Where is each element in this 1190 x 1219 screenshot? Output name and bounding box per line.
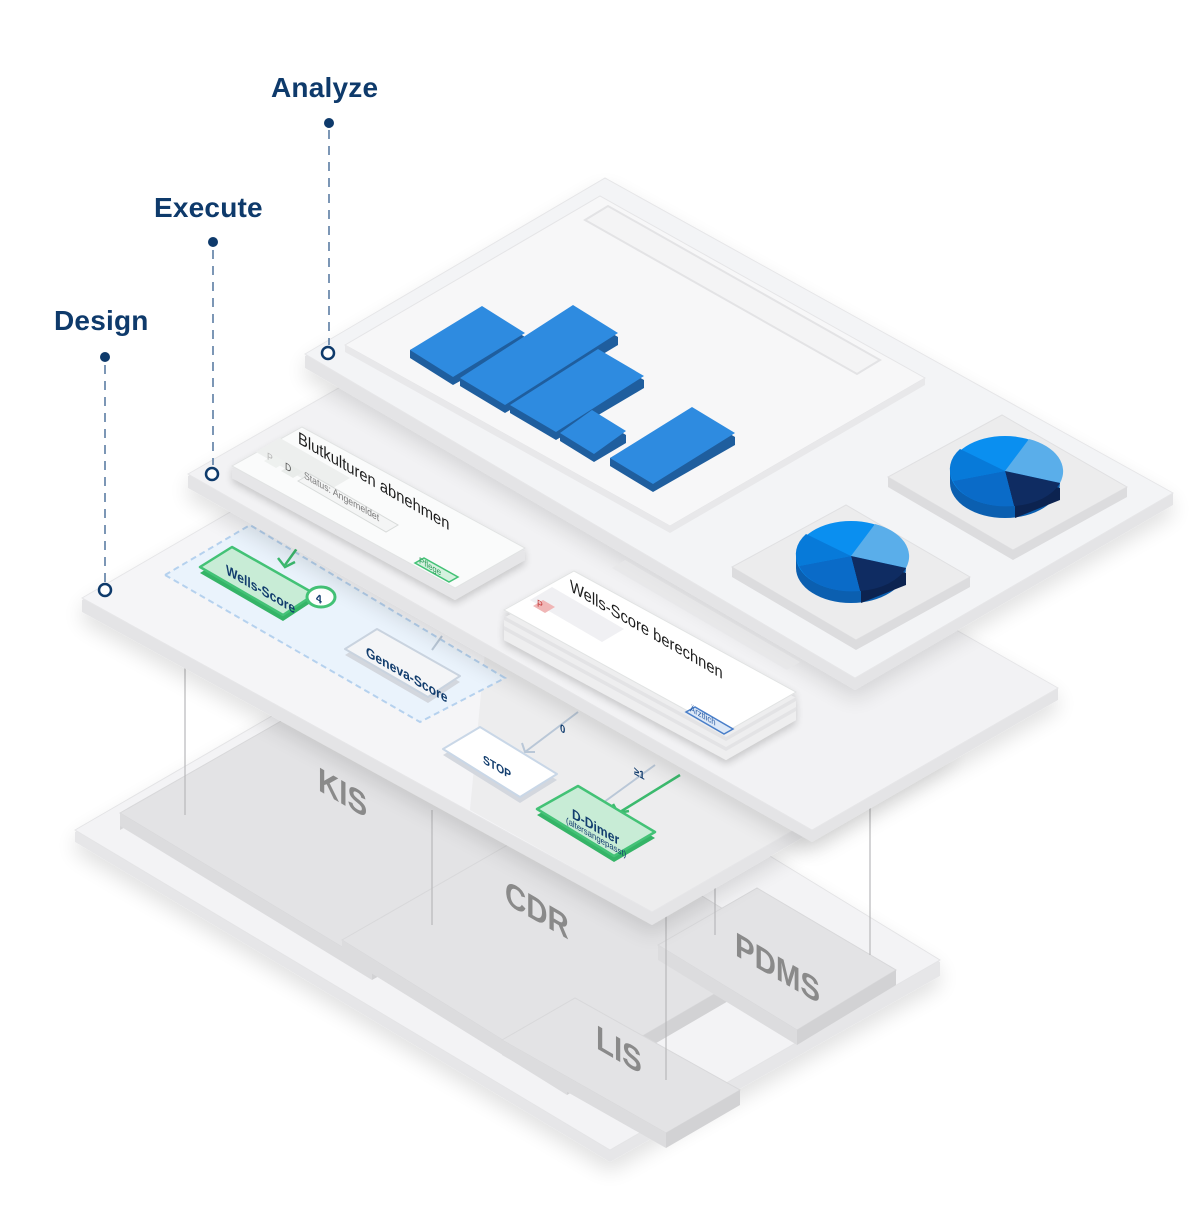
execute-anchor: [204, 466, 220, 482]
stage-label-execute: Execute: [154, 192, 263, 223]
execute-leader-dot: [208, 237, 218, 247]
system-lis[interactable]: [500, 997, 742, 1148]
system-pdms[interactable]: [657, 887, 897, 1045]
layer-connectors: [184, 665, 871, 1080]
node-geneva-score[interactable]: [344, 628, 461, 703]
pie-chart-1: [795, 521, 910, 603]
node-stop[interactable]: [442, 726, 558, 803]
design-leader-dot: [100, 352, 110, 362]
edge-to-stop: [521, 711, 579, 753]
wells-score-badge: [305, 585, 337, 609]
stage-label-design: Design: [54, 305, 149, 336]
tag-arztlich: [684, 706, 735, 735]
node-d-dimer[interactable]: [535, 784, 657, 862]
task-card-blutkulturen-icons: [264, 455, 399, 533]
design-anchor: [97, 582, 113, 598]
bar-chart-3d: [410, 305, 735, 492]
pie-chart-2: [949, 436, 1064, 518]
task-card-wells-score[interactable]: [502, 570, 798, 760]
analyze-main-panel: [343, 195, 927, 533]
analyze-leader-dot: [324, 118, 334, 128]
stage-label-analyze: Analyze: [271, 72, 379, 103]
tag-pflege: [413, 557, 460, 583]
analyze-anchor: [320, 345, 336, 361]
